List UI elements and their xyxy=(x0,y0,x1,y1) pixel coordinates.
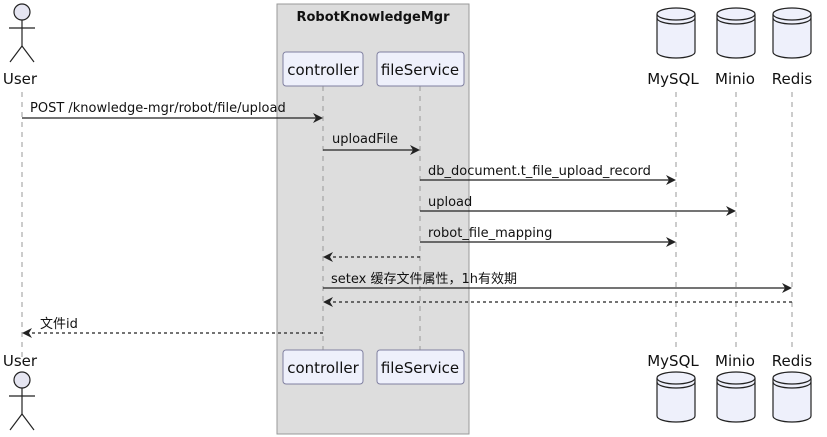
message-return-to-controller xyxy=(323,252,420,262)
message-label: POST /knowledge-mgr/robot/file/upload xyxy=(30,101,286,116)
message-upload: upload xyxy=(420,195,736,216)
participant-fileservice-bottom: fileService xyxy=(376,349,465,385)
arrow-right-icon xyxy=(410,145,420,155)
participant-controller-bottom: controller xyxy=(282,349,364,385)
arrow-right-icon xyxy=(666,237,676,247)
arrow-left-icon xyxy=(22,328,32,338)
message-robot-file-mapping: robot_file_mapping xyxy=(420,226,676,247)
redis-label-bottom: Redis xyxy=(772,352,813,370)
message-label: robot_file_mapping xyxy=(428,226,552,241)
message-file-id-return: 文件id xyxy=(22,317,323,338)
arrow-left-icon xyxy=(323,252,333,262)
message-db-document: db_document.t_file_upload_record xyxy=(420,164,676,185)
mysql-database-bottom-icon xyxy=(656,371,696,423)
arrow-right-icon xyxy=(726,206,736,216)
message-setex: setex 缓存文件属性，1h有效期 xyxy=(323,272,792,293)
user-actor-bottom-icon xyxy=(9,371,35,431)
arrow-right-icon xyxy=(782,283,792,293)
arrow-right-icon xyxy=(666,175,676,185)
minio-database-bottom-icon xyxy=(716,371,756,423)
arrow-right-icon xyxy=(313,113,323,123)
message-return-from-redis xyxy=(323,297,792,307)
message-label: upload xyxy=(428,195,472,210)
participant-fileservice-label: fileService xyxy=(381,61,459,79)
participant-controller-label: controller xyxy=(287,359,359,377)
minio-database-top-icon xyxy=(716,7,756,59)
message-upload-file: uploadFile xyxy=(323,132,420,155)
user-label-bottom: User xyxy=(3,352,38,370)
participant-fileservice-top: fileService xyxy=(376,51,465,87)
mysql-label-bottom: MySQL xyxy=(647,352,699,370)
mysql-label-top: MySQL xyxy=(647,70,699,88)
message-label: 文件id xyxy=(40,317,78,332)
group-title: RobotKnowledgeMgr xyxy=(296,10,450,25)
mysql-database-top-icon xyxy=(656,7,696,59)
user-label-top: User xyxy=(3,70,38,88)
user-actor-top-icon xyxy=(9,3,35,63)
message-label: db_document.t_file_upload_record xyxy=(428,164,651,179)
redis-database-top-icon xyxy=(772,7,812,59)
redis-database-bottom-icon xyxy=(772,371,812,423)
arrow-left-icon xyxy=(323,297,333,307)
message-label: uploadFile xyxy=(332,132,398,147)
minio-label-top: Minio xyxy=(715,70,755,88)
minio-label-bottom: Minio xyxy=(715,352,755,370)
participant-controller-label: controller xyxy=(287,61,359,79)
message-post-upload: POST /knowledge-mgr/robot/file/upload xyxy=(22,101,323,123)
redis-label-top: Redis xyxy=(772,70,813,88)
participant-fileservice-label: fileService xyxy=(381,359,459,377)
message-label: setex 缓存文件属性，1h有效期 xyxy=(331,272,517,287)
participant-controller-top: controller xyxy=(282,51,364,87)
